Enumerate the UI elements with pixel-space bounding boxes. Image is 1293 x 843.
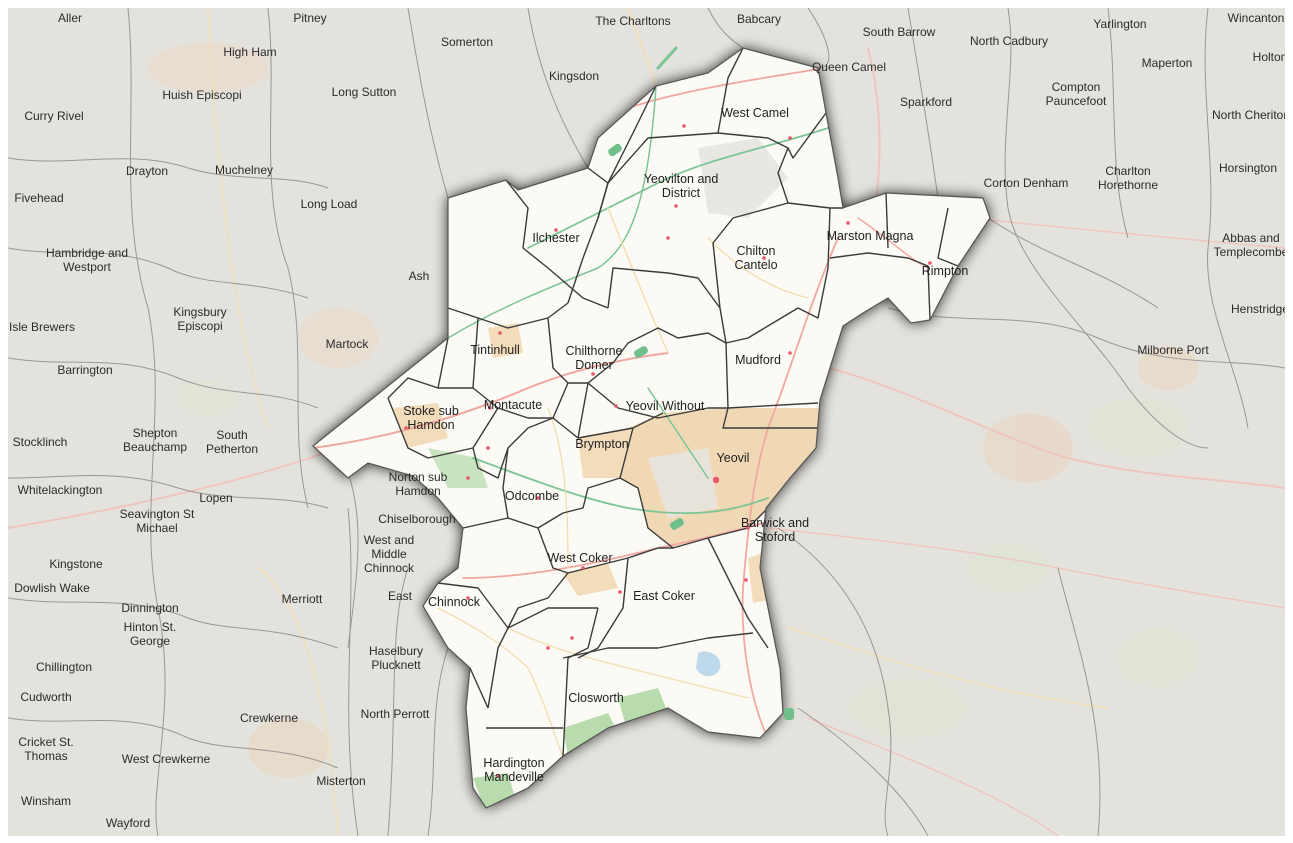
district-interior [313, 48, 959, 808]
settlement-dots [404, 124, 932, 778]
brympton-urban-area [578, 428, 633, 478]
green-area-south [563, 713, 618, 756]
road-shields [608, 143, 794, 720]
water-reservoir [696, 651, 721, 677]
tintinhull-urban-area [488, 323, 523, 358]
ward-boundaries [387, 48, 959, 757]
map-canvas[interactable] [8, 8, 1285, 836]
yeovilton-airfield [698, 138, 788, 218]
background-terrain [148, 43, 1198, 778]
background-roads [8, 8, 1285, 836]
background-parish-boundaries [8, 8, 1285, 836]
